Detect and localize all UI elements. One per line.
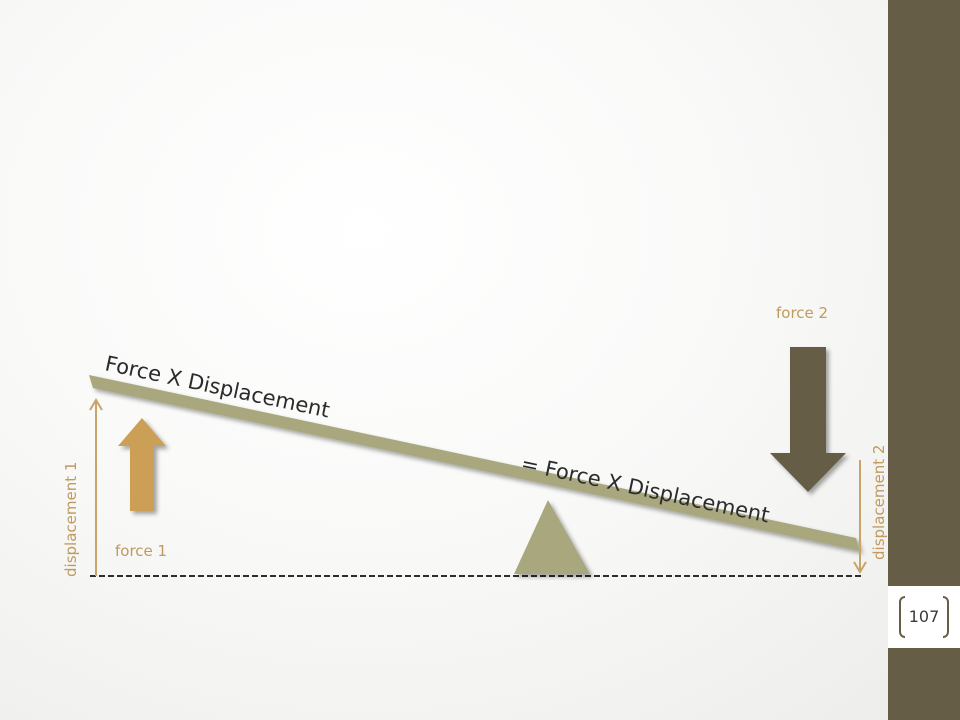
fulcrum-triangle <box>514 500 590 574</box>
displacement-1-arrowhead <box>89 398 103 411</box>
displacement-2-arrowhead <box>853 561 867 574</box>
lever-diagram: Force X Displacement = Force X Displacem… <box>62 304 888 577</box>
force-1-arrow <box>118 418 166 511</box>
force-2-label: force 2 <box>776 304 828 322</box>
page-number-bracket-left <box>899 596 905 638</box>
displacement-2-label: displacement 2 <box>870 445 888 560</box>
lever-beam <box>89 375 860 551</box>
page-number: 107 <box>908 607 940 626</box>
page-number-bracket-right <box>943 596 949 638</box>
force-1-label: force 1 <box>115 542 167 560</box>
displacement-1-label: displacement 1 <box>62 462 80 577</box>
force-2-arrow <box>770 347 846 492</box>
